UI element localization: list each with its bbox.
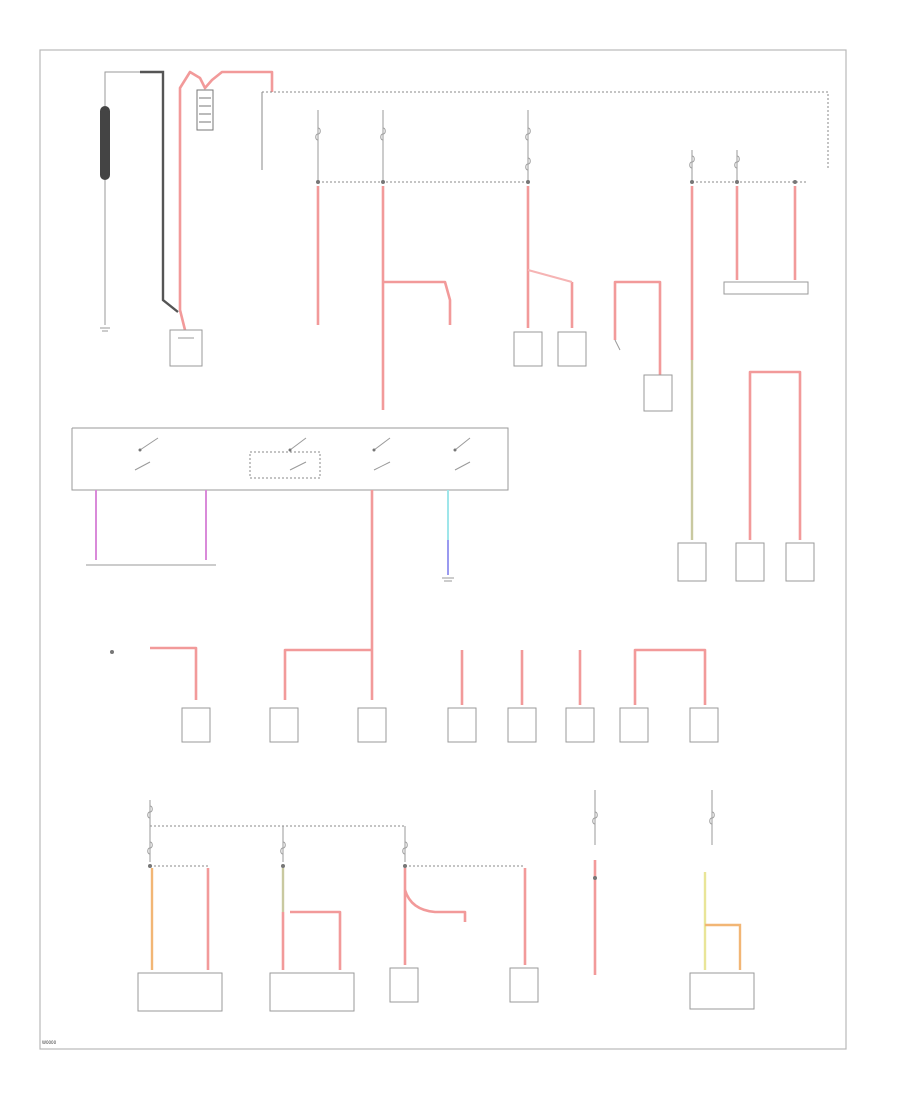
- connector-box-icon: [689, 707, 719, 743]
- fuse-icon: [525, 157, 531, 171]
- right-fuse-block: [677, 150, 815, 582]
- fuse-icon: [315, 127, 321, 141]
- footer-code: W0000: [42, 1040, 57, 1045]
- ignition-switch-inner: [249, 451, 321, 479]
- connector-box-icon: [643, 374, 673, 412]
- fuse-icon: [689, 155, 695, 169]
- ignition-switch-block: [71, 427, 509, 700]
- connector-box-icon: [557, 331, 587, 367]
- connector-box-icon: [785, 542, 815, 582]
- connector-box-icon: [507, 707, 537, 743]
- cluster-box: [137, 972, 223, 1012]
- switch-contact-icon: [134, 437, 471, 471]
- fuse-icon: [147, 841, 153, 855]
- fuse-icon: [525, 127, 531, 141]
- connector-box-icon: [181, 707, 211, 743]
- fuse-icon: [280, 841, 286, 855]
- connector-box-icon: [447, 707, 477, 743]
- starter-box: [169, 329, 203, 367]
- fuse-icon: [147, 805, 153, 819]
- battery-symbol: [196, 89, 214, 131]
- connector-box-icon: [269, 707, 299, 743]
- connector-box-icon: [357, 707, 387, 743]
- radio-box: [269, 972, 355, 1012]
- connector-box-icon: [565, 707, 595, 743]
- connector-box-icon: [677, 542, 707, 582]
- fuse-icon: [709, 811, 715, 825]
- connector-box-icon: [509, 967, 539, 1003]
- fuse-icon: [592, 811, 598, 825]
- connector-box-icon: [389, 967, 419, 1003]
- splice-dot-icon: [110, 650, 114, 654]
- connector-box-icon: [513, 331, 543, 367]
- bottom-section: [137, 790, 755, 1012]
- connector-box-icon: [619, 707, 649, 743]
- fuse-icon: [734, 155, 740, 169]
- connector-box-icon: [735, 542, 765, 582]
- fuse-icon: [380, 127, 386, 141]
- fusible-link-icon: [100, 106, 110, 180]
- connector-box-icon: [689, 972, 755, 1010]
- middle-loads-row: [110, 646, 719, 743]
- ground-icon: [100, 327, 110, 332]
- right-fuse-housing: [723, 281, 809, 295]
- top-fuse-bus: [315, 110, 673, 412]
- generator-starter-battery-section: [100, 70, 829, 367]
- fuse-icon: [402, 841, 408, 855]
- ground-icon: [442, 577, 454, 582]
- diagram-frame: [39, 49, 847, 1050]
